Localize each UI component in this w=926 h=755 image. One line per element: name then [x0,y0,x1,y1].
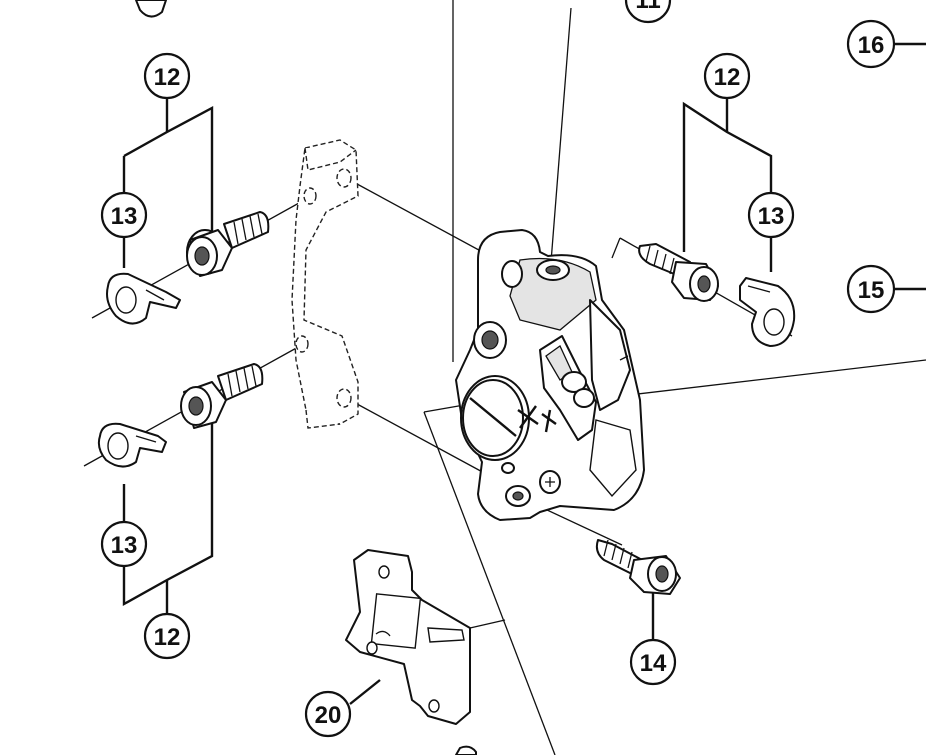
callout-14: 14 [629,638,677,686]
callout-16: 16 [846,19,896,69]
svg-text:13: 13 [111,532,138,559]
svg-text:12: 12 [154,64,181,91]
callout-brackets [122,42,926,705]
brake-caliper-body [455,229,645,521]
bolt-partial-top [135,0,167,18]
caliper-mount-bolt-lower-left [180,363,264,429]
partial-part-bottom [455,745,477,755]
svg-text:11: 11 [635,0,660,14]
svg-text:12: 12 [714,64,741,91]
svg-text:16: 16 [858,32,885,59]
caliper-mount-bolt-upper-left [186,211,270,277]
svg-text:14: 14 [640,650,667,677]
callout-12-right: 12 [703,52,751,100]
svg-text:13: 13 [758,203,785,230]
callout-13-lower-left: 13 [100,520,148,568]
callout-12-lower-left: 12 [143,612,191,660]
bolt-retainer-clip-upper-left [106,272,181,325]
callout-12-upper-left: 12 [143,52,191,100]
pad-spacer [345,549,471,725]
caliper-bolt-lower [595,539,681,595]
svg-text:20: 20 [315,702,342,729]
bolt-retainer-clip-right [739,277,796,347]
caliper-mount-bolt-right [638,243,719,302]
callout-20: 20 [304,690,352,738]
callout-15: 15 [846,264,896,314]
mount-adapter-bracket [291,139,359,429]
bolt-retainer-clip-lower-left [97,422,167,468]
callout-13-right: 13 [747,191,795,239]
svg-text:13: 13 [111,203,138,230]
svg-text:12: 12 [154,624,181,651]
callout-13-upper-left: 13 [100,191,148,239]
svg-text:15: 15 [858,277,885,304]
callout-11: 11 [624,0,672,24]
